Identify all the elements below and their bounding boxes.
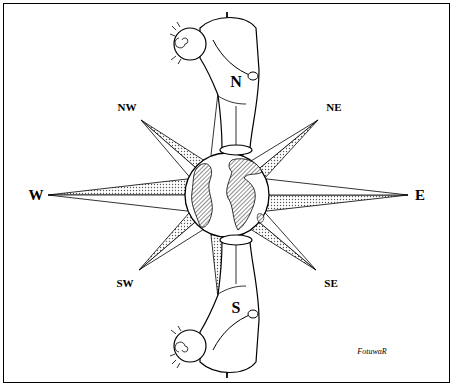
compass-point: E — [414, 188, 426, 203]
compass-point: NW — [117, 102, 138, 113]
signature: FotuwaR — [356, 348, 387, 356]
compass-point: W — [28, 188, 45, 203]
compass-point: SE — [323, 278, 338, 289]
south-letter: S — [231, 300, 242, 316]
compass-point: SW — [115, 278, 134, 289]
compass-point: NE — [325, 102, 342, 113]
north-letter: N — [229, 74, 243, 90]
